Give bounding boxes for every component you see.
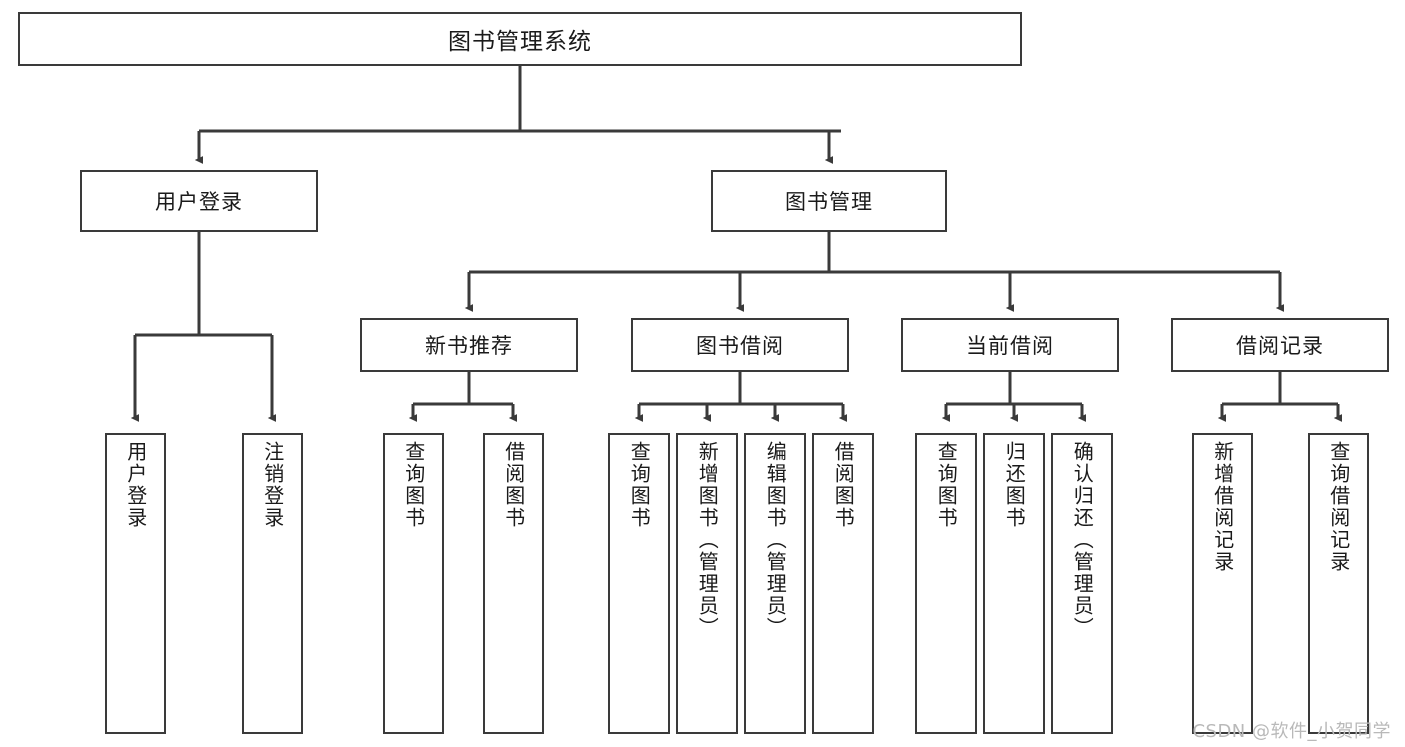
leaf-book-borrow-edit-book-admin[interactable]: 编辑图书（管理员） [744, 433, 806, 734]
node-label: 图书借阅 [696, 334, 784, 358]
leaf-book-borrow-add-book-admin[interactable]: 新增图书（管理员） [676, 433, 738, 734]
node-label: 新增图书（管理员） [695, 441, 720, 639]
node-label: 归还图书 [1002, 441, 1027, 529]
node-new-book-recommend[interactable]: 新书推荐 [360, 318, 578, 372]
node-book-management[interactable]: 图书管理 [711, 170, 947, 232]
node-label: 用户登录 [123, 441, 148, 529]
node-label: 确认归还（管理员） [1070, 441, 1095, 639]
leaf-current-borrow-query-book[interactable]: 查询图书 [915, 433, 977, 734]
node-label: 当前借阅 [966, 334, 1054, 358]
csdn-watermark: CSDN @软件_小贺同学 [1192, 721, 1391, 742]
node-borrow-record[interactable]: 借阅记录 [1171, 318, 1389, 372]
node-label: 查询图书 [401, 441, 426, 529]
node-label: 借阅记录 [1236, 334, 1324, 358]
node-book-management-system[interactable]: 图书管理系统 [18, 12, 1022, 66]
leaf-book-borrow-query-book[interactable]: 查询图书 [608, 433, 670, 734]
leaf-user-login-login[interactable]: 用户登录 [105, 433, 166, 734]
node-label: 图书管理 [785, 190, 873, 214]
node-label: 用户登录 [155, 190, 243, 214]
node-label: 新增借阅记录 [1210, 441, 1235, 573]
node-label: 新书推荐 [425, 334, 513, 358]
node-label: 借阅图书 [831, 441, 856, 529]
node-book-borrow[interactable]: 图书借阅 [631, 318, 849, 372]
leaf-new-book-query-book[interactable]: 查询图书 [383, 433, 444, 734]
leaf-current-borrow-return-book[interactable]: 归还图书 [983, 433, 1045, 734]
leaf-borrow-record-add-record[interactable]: 新增借阅记录 [1192, 433, 1253, 734]
leaf-current-borrow-confirm-return-admin[interactable]: 确认归还（管理员） [1051, 433, 1113, 734]
leaf-new-book-borrow-book[interactable]: 借阅图书 [483, 433, 544, 734]
node-label: 查询图书 [934, 441, 959, 529]
node-label: 注销登录 [260, 441, 285, 529]
node-label: 编辑图书（管理员） [763, 441, 788, 639]
node-user-login[interactable]: 用户登录 [80, 170, 318, 232]
node-label: 借阅图书 [501, 441, 526, 529]
node-label: 图书管理系统 [448, 29, 592, 55]
leaf-book-borrow-borrow-book[interactable]: 借阅图书 [812, 433, 874, 734]
leaf-user-login-logout[interactable]: 注销登录 [242, 433, 303, 734]
node-label: 查询图书 [627, 441, 652, 529]
node-label: 查询借阅记录 [1326, 441, 1351, 573]
leaf-borrow-record-query-record[interactable]: 查询借阅记录 [1308, 433, 1369, 734]
node-current-borrow[interactable]: 当前借阅 [901, 318, 1119, 372]
